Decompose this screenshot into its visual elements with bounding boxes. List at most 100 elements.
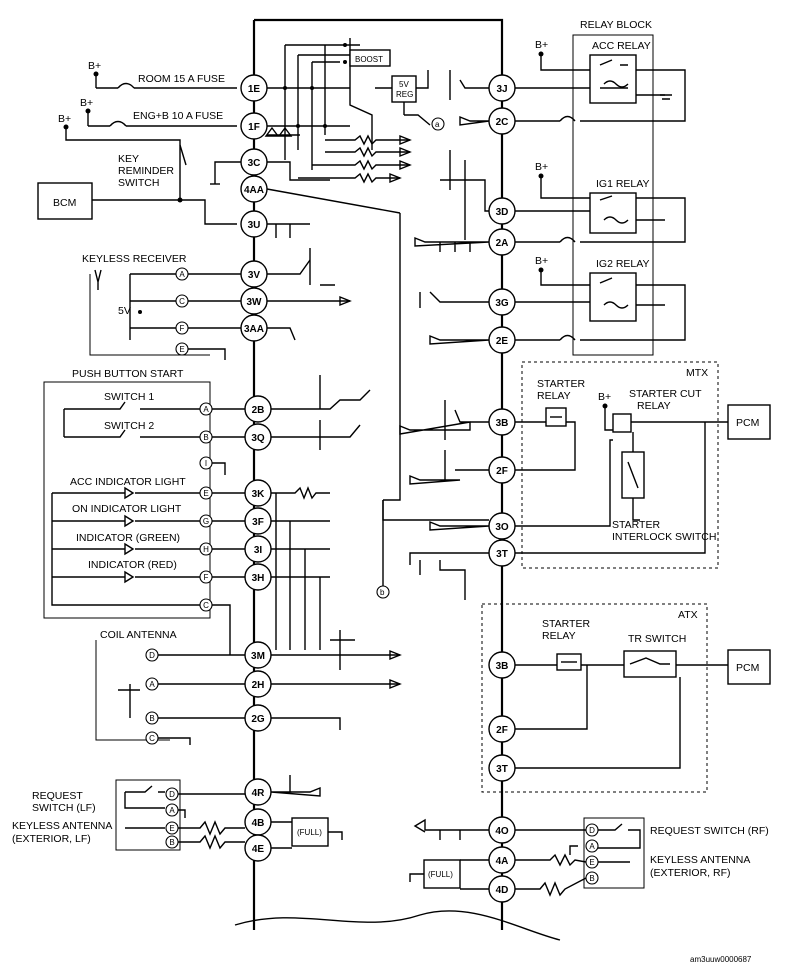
svg-text:3M: 3M [251, 651, 265, 662]
lf-pin-a: A [165, 803, 179, 817]
request-lf-label-1: REQUEST [32, 790, 83, 802]
svg-text:3F: 3F [252, 517, 264, 528]
terminal-3j: 3J [488, 74, 516, 102]
lf-section: REQUEST SWITCH (LF) KEYLESS ANTENNA (EXT… [12, 775, 343, 851]
fuse-section: B+ B+ B+ ROOM 15 A FUSE ENG+B 10 A FUSE … [37, 60, 237, 225]
rf-pin-a: A [585, 839, 599, 853]
bcm-label: BCM [53, 197, 76, 209]
on-indicator-label: ON INDICATOR LIGHT [72, 503, 182, 515]
pcm-atx-label: PCM [736, 662, 759, 674]
svg-text:3H: 3H [252, 573, 265, 584]
b-plus-2: B+ [80, 97, 93, 109]
svg-text:4D: 4D [496, 885, 509, 896]
svg-text:2F: 2F [496, 466, 508, 477]
terminal-2g: 2G [244, 704, 272, 732]
svg-text:C: C [179, 297, 185, 306]
atx-starter-relay-1: STARTER [542, 618, 590, 630]
ca-pin-a: A [145, 677, 159, 691]
rf-pin-e: E [585, 855, 599, 869]
svg-text:4R: 4R [252, 788, 266, 799]
terminal-3t-mtx: 3T [488, 539, 516, 567]
full-left-label: (FULL) [297, 828, 322, 837]
switch2-label: SWITCH 2 [104, 420, 154, 432]
switch1-label: SWITCH 1 [104, 391, 154, 403]
rf-pin-d: D [585, 823, 599, 837]
svg-text:G: G [203, 517, 209, 526]
pb-pin-i: I [199, 456, 213, 470]
coil-antenna: COIL ANTENNA D A B C [95, 629, 402, 745]
svg-text:3B: 3B [496, 418, 509, 429]
terminal-3i: 3I [244, 535, 272, 563]
kr-pin-e: E [175, 342, 189, 356]
svg-text:3J: 3J [496, 84, 507, 95]
internal-circuit-top: BOOST 5V REG a [210, 38, 445, 501]
terminal-3b-mtx: 3B [488, 408, 516, 436]
terminal-2a: 2A [488, 228, 516, 256]
starter-cut-relay-2: RELAY [637, 400, 671, 412]
terminal-4d: 4D [488, 875, 516, 903]
terminal-3d: 3D [488, 197, 516, 225]
terminal-4r: 4R [244, 778, 272, 806]
svg-text:1E: 1E [248, 84, 261, 95]
request-lf-label-2: SWITCH (LF) [32, 802, 96, 814]
keyless-receiver: KEYLESS RECEIVER 5V A C F E [82, 248, 352, 360]
terminal-3u: 3U [240, 210, 268, 238]
mtx-label: MTX [686, 367, 708, 379]
b-plus-ig2: B+ [535, 255, 548, 267]
pb-pin-h: H [199, 542, 213, 556]
terminal-4e: 4E [244, 834, 272, 862]
terminal-2c: 2C [488, 107, 516, 135]
svg-text:4B: 4B [252, 818, 265, 829]
terminal-3k: 3K [244, 479, 272, 507]
atx-section: ATX STARTER RELAY TR SWITCH PCM [481, 603, 771, 793]
acc-relay-label: ACC RELAY [592, 40, 651, 52]
atx-starter-relay-2: RELAY [542, 630, 576, 642]
push-button-start-label: PUSH BUTTON START [72, 368, 184, 380]
b-plus-3: B+ [58, 113, 71, 125]
svg-text:2A: 2A [496, 238, 509, 249]
svg-text:3C: 3C [248, 158, 261, 169]
keyless-rf-label-1: KEYLESS ANTENNA [650, 854, 750, 866]
tr-switch-label: TR SWITCH [628, 633, 686, 645]
ca-pin-c: C [145, 731, 159, 745]
key-reminder-label-3: SWITCH [118, 177, 159, 189]
svg-text:B: B [589, 874, 594, 883]
boost-label: BOOST [355, 55, 383, 64]
indicator-green-label: INDICATOR (GREEN) [76, 532, 180, 544]
terminal-3m: 3M [244, 641, 272, 669]
terminal-2h: 2H [244, 670, 272, 698]
keyless-lf-label-2: (EXTERIOR, LF) [12, 833, 91, 845]
pb-pin-a: A [199, 402, 213, 416]
svg-text:E: E [203, 489, 208, 498]
kr-pin-c: C [175, 294, 189, 308]
svg-text:4O: 4O [495, 826, 509, 837]
svg-text:3W: 3W [247, 297, 263, 308]
keyless-rf-label-2: (EXTERIOR, RF) [650, 867, 731, 879]
svg-text:A: A [179, 270, 185, 279]
ref-b: b [380, 588, 385, 597]
terminal-3c: 3C [240, 148, 268, 176]
terminal-2e: 2E [488, 326, 516, 354]
terminal-3t-atx: 3T [488, 754, 516, 782]
terminal-1e: 1E [240, 74, 268, 102]
terminal-4aa: 4AA [240, 175, 268, 203]
svg-text:3T: 3T [496, 549, 508, 560]
atx-label: ATX [678, 609, 698, 621]
svg-text:A: A [203, 405, 209, 414]
pcm-mtx-label: PCM [736, 417, 759, 429]
eng-fuse-label: ENG+B 10 A FUSE [133, 110, 223, 122]
svg-text:A: A [589, 842, 595, 851]
svg-text:4AA: 4AA [244, 185, 264, 196]
terminal-4a: 4A [488, 846, 516, 874]
svg-text:2B: 2B [252, 405, 265, 416]
svg-text:A: A [169, 806, 175, 815]
right-inner-circuits: b [376, 70, 490, 600]
ca-pin-b: B [145, 711, 159, 725]
svg-text:2H: 2H [252, 680, 265, 691]
svg-text:C: C [203, 601, 209, 610]
terminal-2f-atx: 2F [488, 715, 516, 743]
room-fuse-label: ROOM 15 A FUSE [138, 73, 225, 85]
push-button-start: PUSH BUTTON START SWITCH 1 SWITCH 2 ACC … [43, 368, 371, 655]
svg-text:2G: 2G [251, 714, 265, 725]
